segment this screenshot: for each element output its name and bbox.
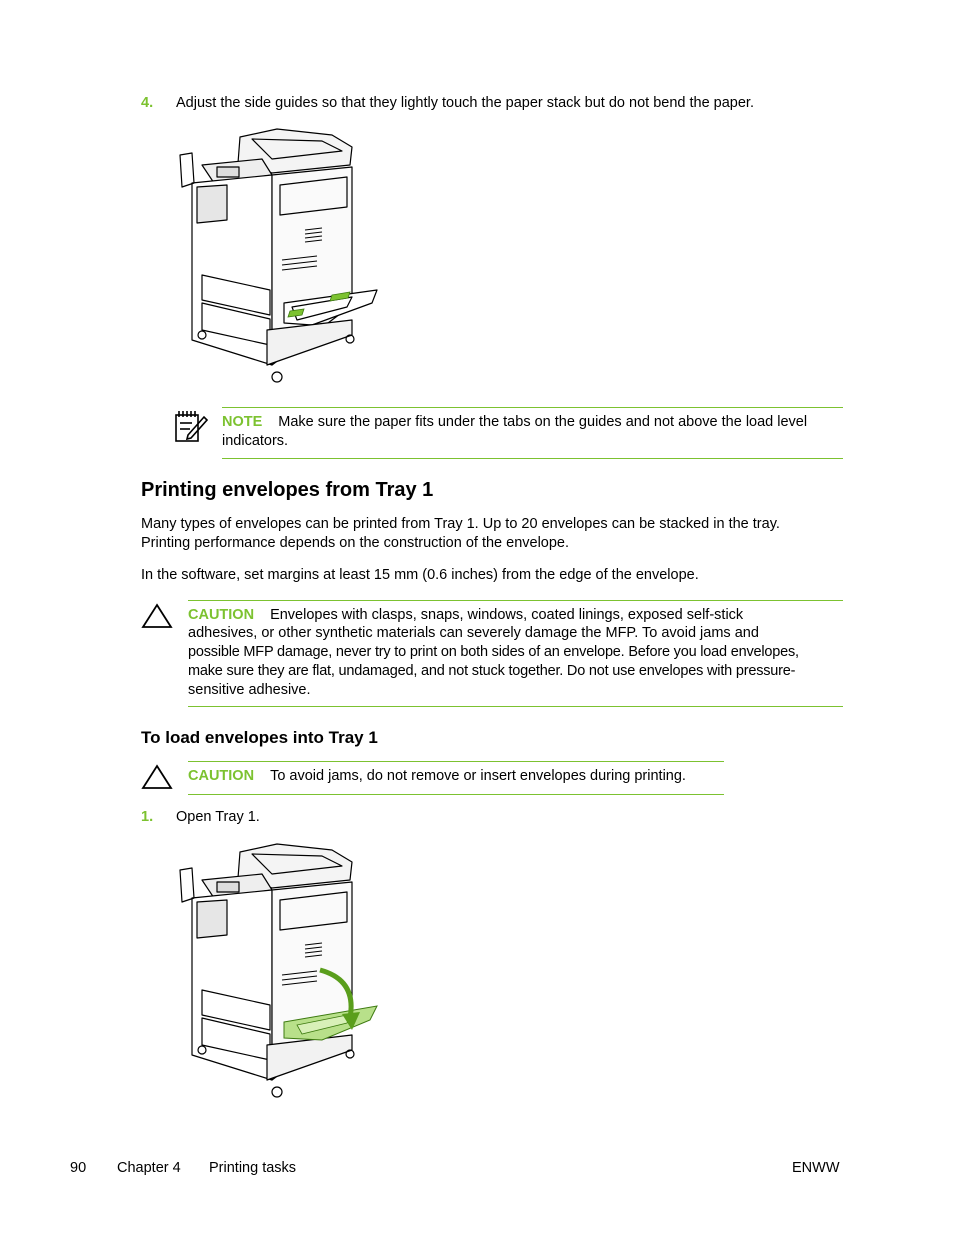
caution-1-text-5: sensitive adhesive. <box>188 682 311 698</box>
section-para-1-line-1: Many types of envelopes can be printed f… <box>141 516 780 532</box>
subsection-heading: To load envelopes into Tray 1 <box>141 728 378 747</box>
note-top-rule <box>222 407 843 408</box>
printer-tray1-guides-illustration <box>179 128 378 383</box>
section-para-1-line-2: Printing performance depends on the cons… <box>141 535 570 551</box>
section-para-2: In the software, set margins at least 15… <box>141 567 699 583</box>
caution-1-text-2: adhesives, or other synthetic materials … <box>188 625 759 641</box>
caution-1-text-1: Envelopes with clasps, snaps, windows, c… <box>270 607 744 623</box>
note-bottom-rule <box>222 458 843 459</box>
step-1-number: 1. <box>141 809 154 825</box>
note-label: NOTE <box>222 414 263 430</box>
caution-1-text-4: make sure they are flat, undamaged, and … <box>188 663 796 679</box>
caution-2-top-rule <box>188 761 724 762</box>
step-4-number: 4. <box>141 95 154 111</box>
note-text-1: Make sure the paper fits under the tabs … <box>278 414 808 430</box>
footer-right: ENWW <box>792 1160 840 1176</box>
caution-2-label: CAUTION <box>188 768 255 784</box>
caution-1-bottom-rule <box>188 706 843 707</box>
caution-triangle-icon <box>141 603 173 628</box>
caution-2-line: CAUTION To avoid jams, do not remove or i… <box>188 767 686 786</box>
footer-page-number: 90 <box>70 1160 87 1176</box>
note-text-2: indicators. <box>222 433 289 449</box>
section-heading: Printing envelopes from Tray 1 <box>141 479 434 501</box>
caution-2-bottom-rule <box>188 794 724 795</box>
footer-chapter: Chapter 4 <box>117 1160 181 1176</box>
caution-triangle-icon <box>141 764 173 789</box>
footer-title: Printing tasks <box>209 1160 297 1176</box>
caution-1-line-1: CAUTION Envelopes with clasps, snaps, win… <box>188 606 848 625</box>
step-1-text: Open Tray 1. <box>176 809 260 825</box>
step-4-text: Adjust the side guides so that they ligh… <box>176 95 754 111</box>
printer-open-tray1-illustration <box>179 843 378 1098</box>
caution-1-text-3: possible MFP damage, never try to print … <box>188 644 799 660</box>
note-line-1: NOTE Make sure the paper fits under the t… <box>222 413 847 432</box>
caution-1-label: CAUTION <box>188 607 255 623</box>
caution-1-top-rule <box>188 600 843 601</box>
caution-2-text: To avoid jams, do not remove or insert e… <box>270 768 686 784</box>
note-pencil-icon <box>175 411 208 442</box>
